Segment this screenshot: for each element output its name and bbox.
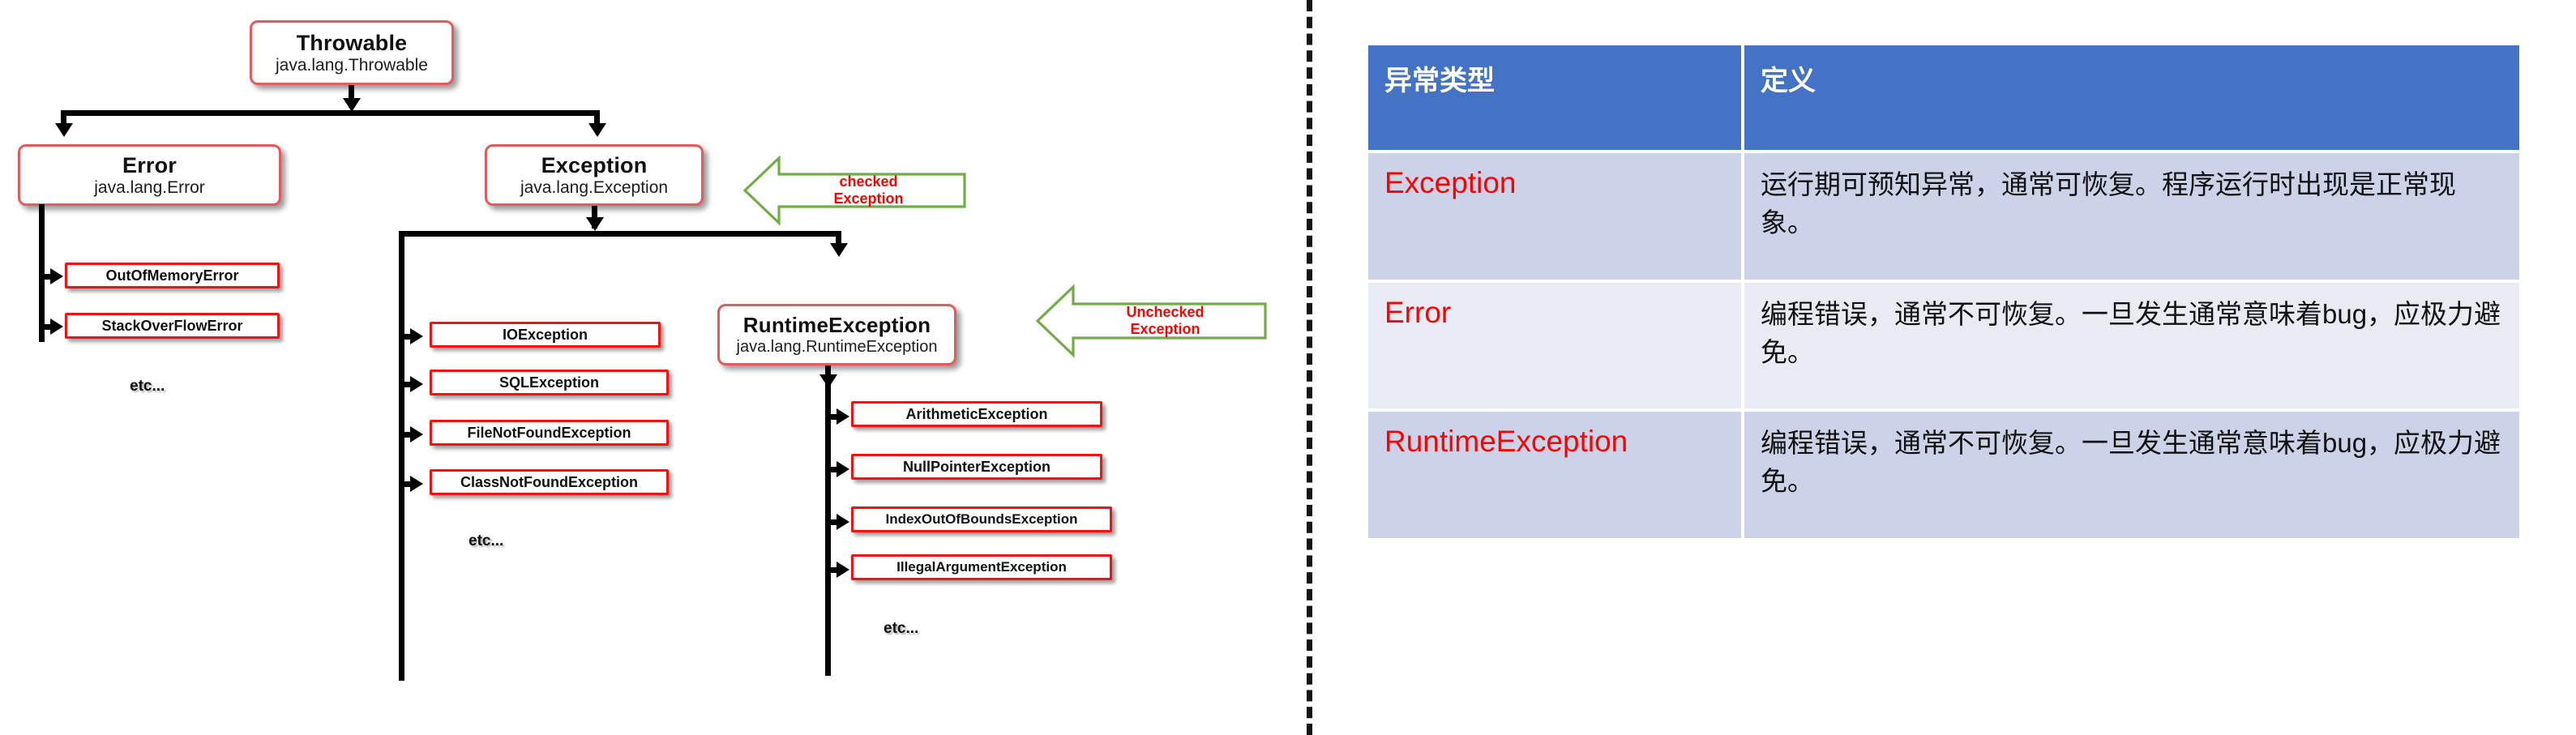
connector-to-error [61,110,66,128]
arrow-error-down [55,123,73,137]
node-class-not-found-exception: ClassNotFoundException [430,469,669,495]
connector-runtime-spine [825,384,831,676]
node-throwable: Throwable java.lang.Throwable [250,20,454,85]
node-out-of-memory-error: OutOfMemoryError [65,263,280,288]
node-file-not-found-exception: FileNotFoundException [430,420,669,446]
table-row: Exception 运行期可预知异常，通常可恢复。程序运行时出现是正常现象。 [1368,150,2519,281]
arrow-runtime-child-2 [837,514,849,530]
exception-definition-table: 异常类型 定义 Exception 运行期可预知异常，通常可恢复。程序运行时出现… [1368,45,2519,539]
row-definition-runtime-exception: 编程错误，通常不可恢复。一旦发生通常意味着bug，应极力避免。 [1743,408,2519,539]
table-header-definition: 定义 [1743,45,2519,152]
connector-exception-branch-2 [399,432,415,438]
connector-runtime-branch-2 [825,519,841,525]
table-row: Error 编程错误，通常不可恢复。一旦发生通常意味着bug，应极力避免。 [1368,279,2519,411]
table-header-row: 异常类型 定义 [1368,45,2519,152]
connector-runtime-branch-3 [825,567,841,573]
arrow-error-child-0 [50,268,63,284]
node-runtime-exception-title: RuntimeException [742,313,931,337]
node-error-title: Error [122,152,178,177]
runtime-etc-label: etc... [884,620,919,637]
error-etc-label: etc... [130,378,165,395]
arrow-exception-child-0 [410,328,423,344]
arrow-runtime-child-0 [837,408,849,425]
node-io-exception: IOException [430,322,661,348]
row-definition-error: 编程错误，通常不可恢复。一旦发生通常意味着bug，应极力避免。 [1743,279,2519,411]
connector-throwable-stem [349,85,354,108]
connector-error-branch-0 [39,274,55,280]
node-error-fqn: java.lang.Error [94,177,205,197]
node-throwable-fqn: java.lang.Throwable [276,55,428,75]
arrow-exception-child-2 [410,426,423,442]
callout-unchecked-arrow-shape [1035,284,1267,358]
exception-hierarchy-diagram: Throwable java.lang.Throwable Error java… [18,20,1267,681]
vertical-dashed-divider [1307,0,1312,735]
connector-throwable-bus [61,110,600,116]
arrow-exception-child-3 [410,476,423,492]
connector-exception-branch-0 [399,334,415,340]
arrow-exception-stem-down [586,217,604,231]
connector-runtime-branch-1 [825,467,841,472]
arrow-error-child-1 [50,318,63,335]
node-throwable-title: Throwable [296,30,408,55]
arrow-runtime-child-3 [837,562,849,578]
connector-exception-branch-1 [399,382,415,387]
arrow-exception-down [588,123,606,137]
table-row: RuntimeException 编程错误，通常不可恢复。一旦发生通常意味着bu… [1368,408,2519,539]
row-name-error: Error [1368,279,1744,411]
node-error: Error java.lang.Error [18,144,281,206]
connector-to-exception [594,110,600,128]
table-header-type: 异常类型 [1368,45,1744,152]
node-runtime-exception-fqn: java.lang.RuntimeException [736,338,938,356]
node-runtime-exception: RuntimeException java.lang.RuntimeExcept… [717,304,956,365]
arrow-exception-child-1 [410,376,423,392]
node-sql-exception: SQLException [430,370,669,395]
connector-exception-branch-3 [399,481,415,487]
arrow-runtime-child-1 [837,461,849,477]
table-body: Exception 运行期可预知异常，通常可恢复。程序运行时出现是正常现象。 E… [1368,150,2519,539]
connector-runtime-drop [836,231,841,250]
connector-runtime-branch-0 [825,414,841,420]
exception-etc-label: etc... [469,532,504,549]
node-exception: Exception java.lang.Exception [485,144,704,206]
row-definition-exception: 运行期可预知异常，通常可恢复。程序运行时出现是正常现象。 [1743,150,2519,281]
node-stack-overflow-error: StackOverFlowError [65,313,280,339]
node-index-out-of-bounds-exception: IndexOutOfBoundsException [851,506,1112,532]
node-null-pointer-exception: NullPointerException [851,454,1102,480]
arrow-runtime-down [830,243,848,257]
node-arithmetic-exception: ArithmeticException [851,401,1102,427]
connector-exception-bus [399,231,841,237]
node-illegal-argument-exception: IllegalArgumentException [851,554,1112,580]
arrow-runtime-children-down [819,374,837,388]
row-name-runtime-exception: RuntimeException [1368,408,1744,539]
arrow-throwable-down [343,98,361,112]
node-exception-title: Exception [541,152,648,177]
table-head: 异常类型 定义 [1368,45,2519,152]
connector-error-spine [39,204,45,342]
node-exception-fqn: java.lang.Exception [520,177,669,197]
callout-checked-arrow-shape [742,155,966,226]
row-name-exception: Exception [1368,150,1744,281]
exception-definition-table-wrap: 异常类型 定义 Exception 运行期可预知异常，通常可恢复。程序运行时出现… [1368,45,2519,539]
connector-error-branch-1 [39,324,55,330]
connector-exception-left-spine [399,231,404,681]
